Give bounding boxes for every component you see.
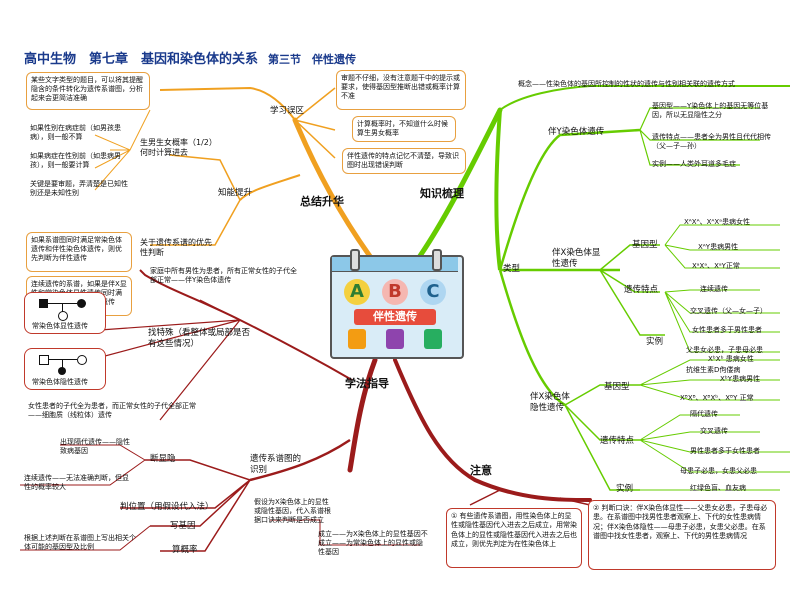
branch-note: 注意 [470,464,492,477]
priority-label: 关于遗传系谱的优先性判断 [140,238,212,258]
note-1: ① 有些遗传系谱图，用性染色体上的显性或隐性基因代入进去之后成立，用常染色体上的… [446,508,582,568]
square-male [39,299,48,308]
xd-feat-3: 女性患者多于男性患者 [692,326,762,334]
circle-female [77,355,87,365]
xr-feat-1: 隔代遗传 [690,410,718,418]
center-banner: 伴性遗传 [354,309,436,325]
xd-feat-4: 父患女必患，子患母必患 [686,346,763,354]
center-calendar: A B C 伴性遗传 [330,249,464,359]
type-label: 类型 [503,264,521,274]
xd-feat-label: 遗传特点 [624,285,659,295]
descent-line [62,359,63,369]
figure-left [348,329,366,349]
child-circle [58,367,66,375]
pedigree-label: 遗传系谱图的识别 [250,454,302,476]
mistakes-label: 学习误区 [270,106,305,116]
letter-a: A [344,279,370,305]
y-item-2: 遗传特点——患者全为男性且代代相传（父—子—孙） [652,133,771,151]
xd-feat-2: 交叉遗传（父—女—子） [690,307,767,315]
xd-label: 伴X染色体显性遗传 [552,248,601,270]
circle-female [77,299,86,308]
xr-geno-2: XᵇY患病男性 [720,375,761,383]
section-title: 第三节 伴性遗传 [268,53,357,66]
page-title-main: 高中生物 第七章 基因和染色体的关系 [24,52,259,67]
concept-text: 概念——性染色体的基因所控制的性状的遗传与性别相关联的遗传方式 [518,80,735,88]
y-linked-label: 伴Y染色体遗传 [548,127,605,137]
xr-ex: 红绿色盲、血友病 [690,484,746,492]
pedigree-symbol-dominant [24,292,106,334]
prob-item-1: 如果性别在病症前（如男孩患病），则一般不算 [30,124,121,142]
y-item-1: 基因型——Y染色体上的基因无等位基因，所以无显隐性之分 [652,102,769,120]
xr-feat-2: 交叉遗传 [700,427,728,435]
child-circle [58,311,68,321]
xr-feat-3: 男性患者多于女性患者 [690,447,760,455]
figure-right [424,329,442,349]
sym1-label: 常染色体显性遗传 [32,322,88,330]
xd-geno-3: XᵃXᵃ、XᵃY正常 [692,262,740,270]
figure-middle [386,329,404,349]
xd-geno-1: XᴬXᴬ、XᴬXᵃ患病女性 [684,218,750,226]
xr-label: 伴X染色体隐性遗传 [530,392,570,414]
calc-label: 算概率 [172,545,198,555]
page-title: 高中生物 第七章 基因和染色体的关系第三节 伴性遗传 [24,48,356,67]
special-top: 家庭中所有男性为患者，所有正常女性的子代全部正常——伴Y染色体遗传 [150,267,297,285]
calendar-header [332,257,458,272]
pedigree-symbol-recessive [24,348,106,390]
xr-geno-1: XᵇXᵇ 患病女性 [708,355,754,363]
special-label: 找特殊（看整体或局部是否有这些情况） [148,328,251,350]
xr-geno-label: 基因型 [604,382,630,392]
ability-label: 知能提升 [218,188,253,198]
mistake-3: 伴性遗传的特点记忆不清楚，导致识图时出现错误判断 [342,148,466,174]
special-bottom: 女性患者的子代全为患者，而正常女性的子代全部正常——细胞质（线粒体）遗传 [28,402,196,420]
y-item-3: 实例——人类外耳道多毛症 [652,160,736,168]
xd-ex: 抗维生素D佝偻病 [686,366,741,374]
note-2: ② 判断口诀：伴X染色体显性——父患女必患，子患母必患。在系谱图中找男性患者观察… [588,500,776,570]
prob-item-2: 如果病症在性别前（如患病男孩），则一般要计算 [30,152,121,170]
xd-geno-label: 基因型 [632,240,658,250]
sym2-label: 常染色体隐性遗传 [32,378,88,386]
mistake-2: 计算概率时，不知道什么时候算生男女概率 [352,116,456,142]
mistake-1: 审题不仔细，没有注意题干中的提示或要求，使得基因型推断出错或概率计算不准 [336,70,466,110]
dominance-label: 断显隐 [150,454,176,464]
prob-top: 某些文字类型的题目，可以将其提醒隐含的条件转化为遗传系谱图，分析起来会更简洁准确 [26,72,150,110]
prob-item-3: 关键是要审题，弄清楚是已知性别还是未知性别 [30,180,128,198]
calendar-ring-right [432,249,442,271]
position-result: 成立——为X染色体上的显性基因不成立——为常染色体上的显性或隐性基因 [318,530,428,557]
xr-feat-label: 遗传特点 [600,436,635,446]
xr-geno-3: XᴮXᴮ、XᴮXᵇ、XᴮY 正常 [680,394,754,402]
priority-item-1: 如果系谱图同时满足常染色体遗传和伴性染色体遗传，则优先判断为伴性遗传 [26,232,132,272]
xr-ex-label: 实例 [616,484,634,494]
write-text: 根据上述判断在系谱图上写出相关个体可能的基因型及比例 [24,534,136,552]
xd-feat-1: 连续遗传 [700,285,728,293]
calendar-ring-left [350,249,360,271]
dom-item-2: 连续遗传——无法准确判断，但显性的概率较大 [24,474,129,492]
prob-label: 生男生女概率（1/2）何时计算进去 [140,138,213,158]
xd-ex-label: 实例 [646,337,664,347]
position-label: 判位置（用假设代入法） [120,502,214,512]
xr-feat-4: 母患子必患，女患父必患 [680,467,757,475]
position-text: 假设为X染色体上的显性或隐性基因，代入系谱根据口诀来判断是否成立 [254,498,331,525]
dom-item-1: 出现隔代遗传——隐性致病基因 [60,438,130,456]
write-label: 写基因 [170,521,196,531]
square-male [39,355,49,365]
xd-geno-2: XᴬY患病男性 [698,243,739,251]
branch-summary: 总结升华 [300,195,344,208]
branch-method: 学法指导 [345,377,389,390]
letter-b: B [382,279,408,305]
branch-knowledge: 知识梳理 [420,187,464,200]
letter-c: C [420,279,446,305]
descent-line [62,303,63,313]
